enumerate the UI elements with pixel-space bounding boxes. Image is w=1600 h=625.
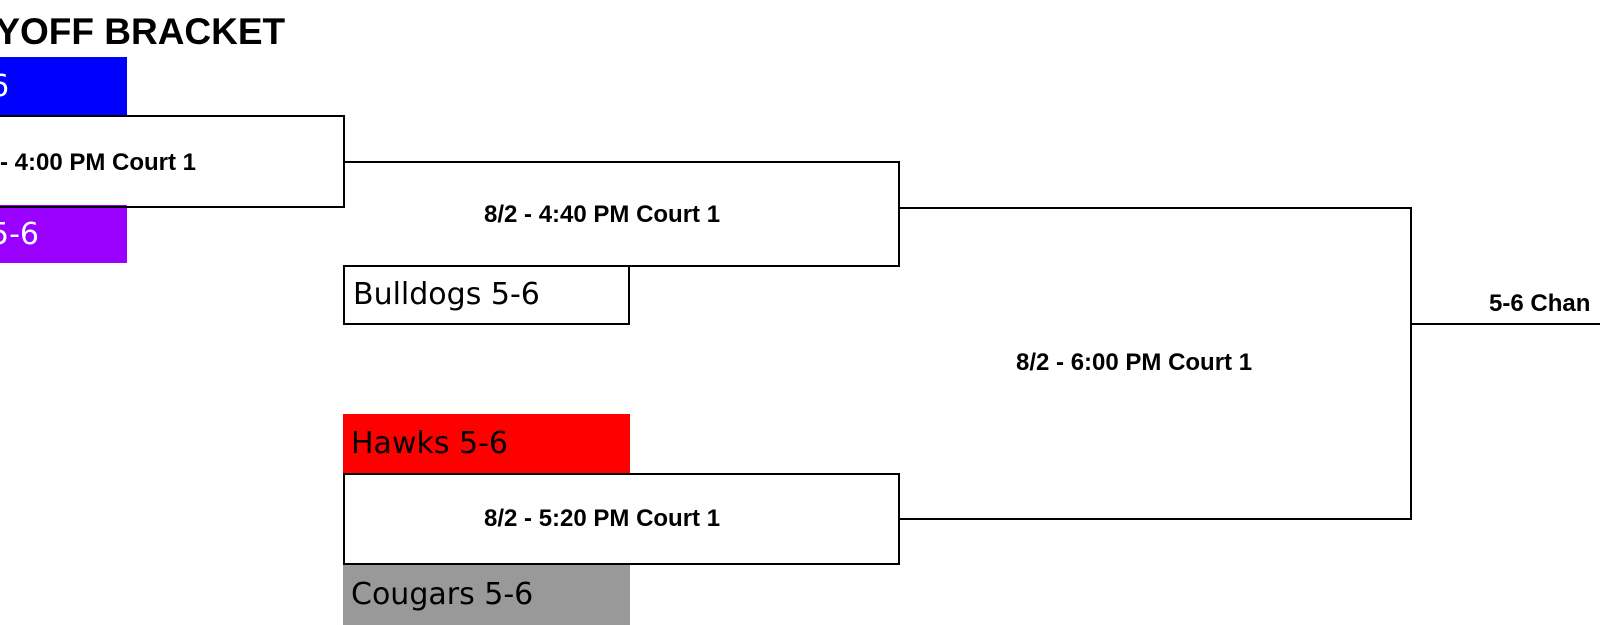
team-slot-hawks: Hawks 5-6 [343, 414, 630, 474]
game-2-label: 8/2 - 4:40 PM Court 1 [484, 201, 721, 228]
game-3-left-line [343, 473, 345, 565]
game-4-top-line [898, 207, 1412, 209]
championship-line [1410, 323, 1600, 325]
game-1-top-line [0, 115, 345, 117]
team-slot-1: 6 [0, 57, 127, 115]
championship-label: 5-6 Chan [1489, 290, 1591, 317]
game-3-bottom-line [343, 563, 900, 565]
team-slot-cougars: Cougars 5-6 [343, 565, 630, 625]
game-2-right-line [898, 161, 900, 267]
game-4-bottom-line [898, 518, 1412, 520]
game-4-right-line [1410, 207, 1412, 520]
team-slot-bulldogs: Bulldogs 5-6 [343, 265, 630, 325]
game-1-bottom-line [0, 206, 345, 208]
game-3-top-line [343, 473, 900, 475]
game-1-label: - 4:00 PM Court 1 [0, 149, 197, 176]
bracket-title: AYOFF BRACKET [0, 11, 286, 52]
team-slot-2: 5-6 [0, 205, 127, 263]
game-2-top-line [343, 161, 900, 163]
game-3-label: 8/2 - 5:20 PM Court 1 [484, 505, 721, 532]
game-4-label: 8/2 - 6:00 PM Court 1 [1016, 349, 1253, 376]
